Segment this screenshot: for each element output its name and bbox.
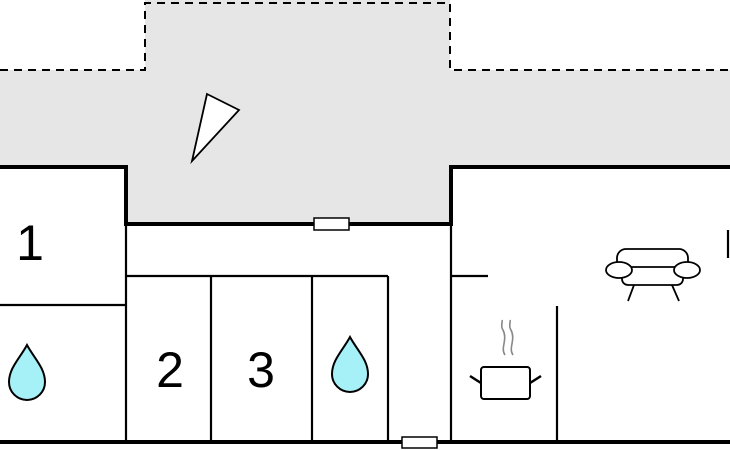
- door-bottom: [401, 436, 438, 449]
- interior-walls: [0, 224, 730, 442]
- steam-line: [508, 319, 514, 356]
- pot-handle-right: [529, 374, 542, 385]
- room-number-3: 3: [247, 342, 275, 398]
- sofa-icon: [605, 248, 701, 302]
- sofa-leg: [627, 284, 635, 302]
- room-number-2: 2: [156, 342, 184, 398]
- sofa-leg: [671, 284, 680, 302]
- sofa-armrest-right: [673, 261, 701, 279]
- pot-body: [480, 366, 531, 400]
- water-drop-icon: [7, 342, 47, 401]
- pot-handle-left: [469, 374, 482, 385]
- steam-line: [500, 319, 506, 356]
- water-drop-icon: [330, 334, 370, 393]
- terrace-outline: [0, 2, 730, 71]
- cooking-pot-icon: [469, 319, 542, 400]
- room-number-1: 1: [16, 215, 44, 271]
- north-arrow-icon: [190, 92, 241, 165]
- sofa-armrest-left: [605, 261, 633, 279]
- terrace-area: [0, 0, 730, 224]
- terrace: [0, 0, 730, 224]
- door-entrance: [313, 217, 350, 231]
- wall-upper-left: [0, 165, 730, 226]
- thick-walls: [0, 165, 730, 444]
